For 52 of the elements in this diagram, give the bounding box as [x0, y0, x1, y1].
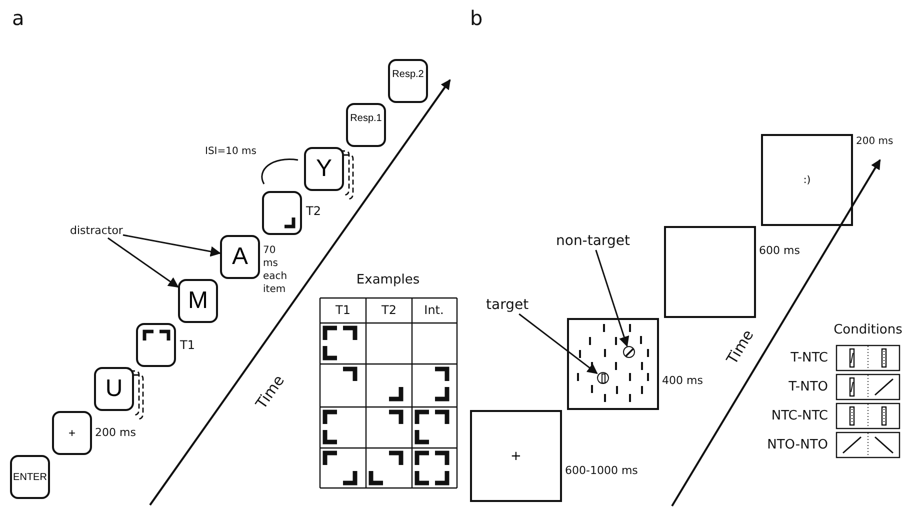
stimulus-card [10, 455, 50, 499]
stimulus-card [220, 235, 260, 279]
target-circle [623, 346, 635, 358]
arrow [122, 234, 222, 257]
target-circle [597, 372, 609, 384]
condition-label: NTO-NTO [767, 438, 828, 452]
duration-text: 70 ms each item [263, 244, 288, 296]
table-header: T1 [336, 303, 350, 317]
interval-text: ISI=10 ms [205, 146, 256, 157]
annotation-text: non-target [556, 232, 630, 250]
frame-text: + [510, 448, 522, 464]
frame-text: M [188, 287, 208, 315]
stimulus-card [262, 191, 302, 235]
stimulus-card [304, 147, 344, 191]
condition-label: NTC-NTC [771, 408, 828, 424]
frame-text: ENTER [13, 472, 47, 482]
frame-text: + [68, 426, 76, 440]
duration-text: 200 ms [856, 136, 894, 147]
display-frame [664, 226, 756, 318]
table-title: Examples [356, 272, 420, 288]
stimulus-card [388, 59, 428, 103]
annotation-text: target [486, 296, 529, 314]
annotation-text: distractor [70, 222, 123, 238]
stimulus-card [346, 103, 386, 147]
stimulus-card [136, 323, 176, 367]
arrow [595, 250, 630, 347]
panel-letter: a [12, 6, 24, 30]
frame-text: :) [803, 174, 811, 186]
table-header: T2 [382, 303, 396, 317]
duration-text: T1 [180, 338, 195, 352]
condition-label: T-NTC [790, 350, 828, 366]
duration-text: 200 ms [95, 426, 136, 439]
duration-text: 600 ms [759, 244, 800, 257]
display-frame [761, 134, 853, 226]
frame-text: A [232, 243, 248, 271]
stimulus-card [178, 279, 218, 323]
table-header: Int. [424, 303, 444, 317]
frame-text: U [105, 375, 123, 403]
panel-letter: b [470, 6, 483, 30]
arrow [108, 237, 179, 288]
duration-text: 600-1000 ms [565, 464, 638, 477]
legend-title: Conditions [834, 322, 902, 338]
stimulus-card [52, 411, 92, 455]
frame-text: Resp.1 [350, 113, 382, 124]
frame-text: Y [316, 155, 332, 183]
frame-text: Resp.2 [392, 69, 424, 80]
display-frame [470, 410, 562, 502]
arrow [518, 313, 598, 374]
duration-text: T2 [306, 204, 321, 218]
stimulus-card [94, 367, 134, 411]
duration-text: 400 ms [662, 374, 703, 387]
condition-label: T-NTO [788, 380, 828, 394]
